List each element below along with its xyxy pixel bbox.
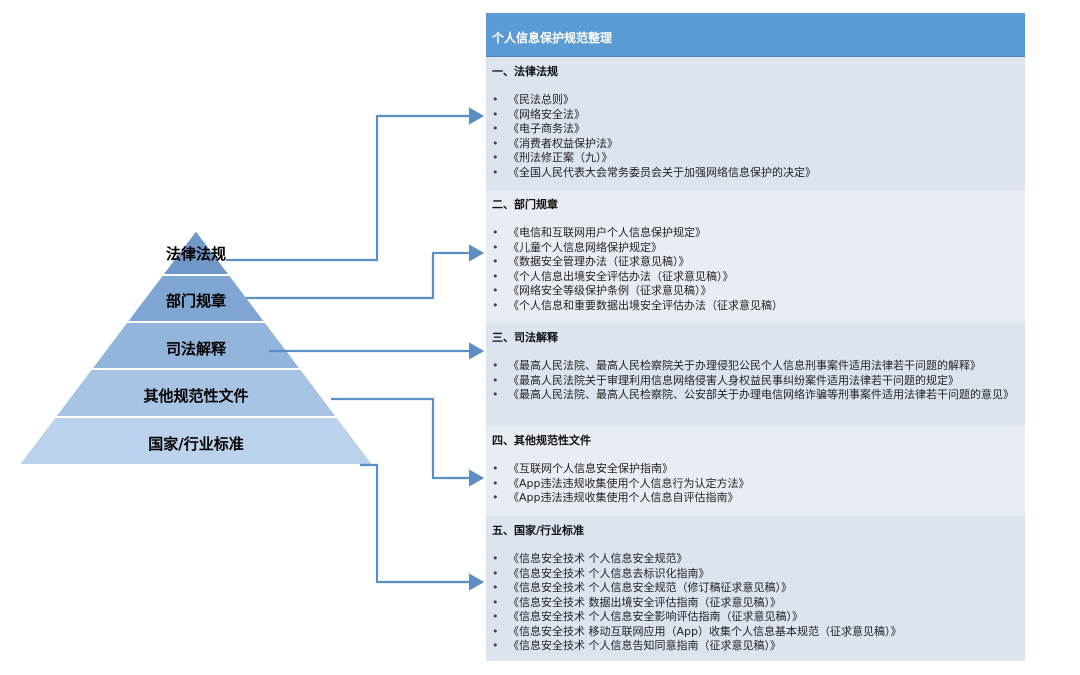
section-1: 一、法律法规《民法总则》《网络安全法》《电子商务法》《消费者权益保护法》《刑法修… — [486, 57, 1025, 203]
list-item: 《信息安全技术 个人信息去标识化指南》 — [492, 567, 1025, 582]
connector-arrow-5 — [360, 463, 485, 591]
list-item: 《网络安全等级保护条例（征求意见稿）》 — [492, 284, 1025, 299]
list-item: 《电子商务法》 — [492, 122, 1025, 137]
list-item: 《最高人民法院关于审理利用信息网络侵害人身权益民事纠纷案件适用法律若干问题的规定… — [492, 374, 1025, 389]
list-item: 《刑法修正案（九）》 — [492, 151, 1025, 166]
list-item: 《消费者权益保护法》 — [492, 137, 1025, 152]
pyramid-label-3: 司法解释 — [165, 340, 227, 358]
panel-title: 个人信息保护规范整理 — [486, 13, 1025, 57]
pyramid — [16, 228, 376, 466]
section-item-list: 《民法总则》《网络安全法》《电子商务法》《消费者权益保护法》《刑法修正案（九）》… — [492, 93, 1025, 180]
connector-arrows — [226, 107, 485, 591]
list-item: 《电信和互联网用户个人信息保护规定》 — [492, 226, 1025, 241]
pyramid-label-2: 部门规章 — [165, 292, 227, 310]
connector-arrow-4 — [331, 397, 485, 487]
list-item: 《民法总则》 — [492, 93, 1025, 108]
section-item-list: 《信息安全技术 个人信息安全规范》《信息安全技术 个人信息去标识化指南》《信息安… — [492, 552, 1025, 654]
section-item-list: 《电信和互联网用户个人信息保护规定》《儿童个人信息网络保护规定》《数据安全管理办… — [492, 226, 1025, 313]
regulation-panel: 个人信息保护规范整理 一、法律法规《民法总则》《网络安全法》《电子商务法》《消费… — [486, 13, 1025, 661]
connector-arrow-1 — [226, 107, 485, 262]
section-5: 五、国家/行业标准《信息安全技术 个人信息安全规范》《信息安全技术 个人信息去标… — [486, 516, 1025, 661]
list-item: 《最高人民法院、最高人民检察院、公安部关于办理电信网络诈骗等刑事案件适用法律若干… — [492, 388, 1025, 403]
list-item: 《信息安全技术 个人信息安全规范（修订稿征求意见稿）》 — [492, 581, 1025, 596]
list-item: 《最高人民法院、最高人民检察院关于办理侵犯公民个人信息刑事案件适用法律若干问题的… — [492, 359, 1025, 374]
list-item: 《全国人民代表大会常务委员会关于加强网络信息保护的决定》 — [492, 166, 1025, 181]
section-4: 四、其他规范性文件《互联网个人信息安全保护指南》《App违法违规收集使用个人信息… — [486, 426, 1025, 516]
list-item: 《数据安全管理办法（征求意见稿）》 — [492, 255, 1025, 270]
section-3: 三、司法解释《最高人民法院、最高人民检察院关于办理侵犯公民个人信息刑事案件适用法… — [486, 323, 1025, 426]
list-item: 《信息安全技术 数据出境安全评估指南（征求意见稿）》 — [492, 596, 1025, 611]
list-item: 《儿童个人信息网络保护规定》 — [492, 241, 1025, 256]
list-item: 《信息安全技术 移动互联网应用（App）收集个人信息基本规范（征求意见稿）》 — [492, 625, 1025, 640]
list-item: 《网络安全法》 — [492, 108, 1025, 123]
list-item: 《个人信息出境安全评估办法（征求意见稿）》 — [492, 270, 1025, 285]
list-item: 《信息安全技术 个人信息安全规范》 — [492, 552, 1025, 567]
pyramid-label-1: 法律法规 — [165, 245, 227, 263]
pyramid-label-4: 其他规范性文件 — [143, 387, 249, 405]
list-item: 《信息安全技术 个人信息安全影响评估指南（征求意见稿）》 — [492, 610, 1025, 625]
list-item: 《App违法违规收集使用个人信息行为认定方法》 — [492, 477, 1025, 492]
list-item: 《App违法违规收集使用个人信息自评估指南》 — [492, 491, 1025, 506]
section-title: 三、司法解释 — [492, 331, 558, 344]
section-2: 二、部门规章《电信和互联网用户个人信息保护规定》《儿童个人信息网络保护规定》《数… — [486, 190, 1025, 323]
connector-arrow-2 — [246, 244, 485, 300]
list-item: 《互联网个人信息安全保护指南》 — [492, 462, 1025, 477]
pyramid-label-5: 国家/行业标准 — [148, 435, 244, 453]
section-title: 四、其他规范性文件 — [492, 434, 591, 447]
list-item: 《信息安全技术 个人信息告知同意指南（征求意见稿）》 — [492, 639, 1025, 654]
section-item-list: 《最高人民法院、最高人民检察院关于办理侵犯公民个人信息刑事案件适用法律若干问题的… — [492, 359, 1025, 403]
section-item-list: 《互联网个人信息安全保护指南》《App违法违规收集使用个人信息行为认定方法》《A… — [492, 462, 1025, 506]
section-title: 二、部门规章 — [492, 198, 558, 211]
section-title: 五、国家/行业标准 — [492, 524, 585, 537]
list-item: 《个人信息和重要数据出境安全评估办法（征求意见稿） — [492, 299, 1025, 314]
section-title: 一、法律法规 — [492, 65, 558, 78]
